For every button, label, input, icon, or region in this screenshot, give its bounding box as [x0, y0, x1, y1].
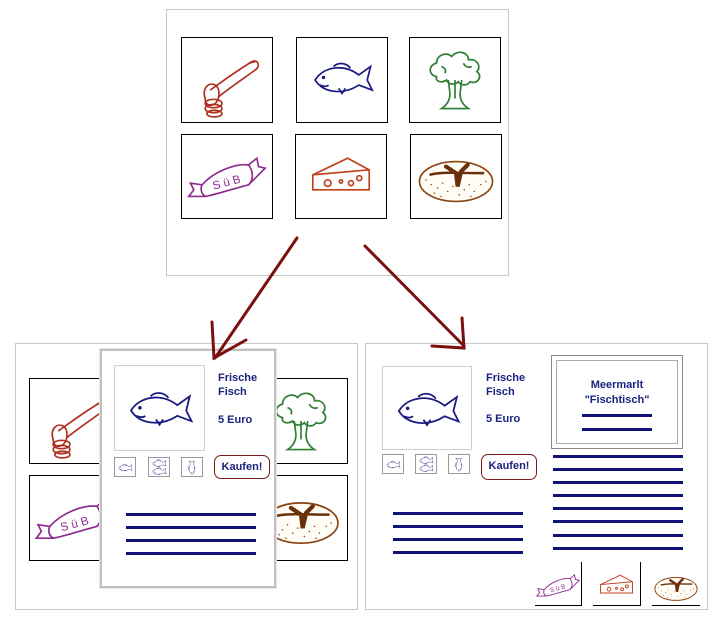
shelf-item-cheese[interactable] — [593, 562, 641, 606]
description-line — [393, 538, 523, 541]
buy-button[interactable]: Kaufen! — [214, 455, 270, 479]
info-line — [553, 481, 683, 484]
detail-product-name: Frische Fisch — [486, 372, 526, 398]
info-line — [553, 520, 683, 523]
info-line — [553, 468, 683, 471]
shelf-item-candy[interactable] — [535, 562, 582, 606]
info-line — [553, 547, 683, 550]
arrowhead-right — [430, 316, 466, 350]
popup-thumb-3[interactable] — [181, 457, 203, 477]
product-tile-candy[interactable] — [181, 134, 273, 219]
buy-button[interactable]: Kaufen! — [481, 454, 537, 480]
shop-sign-line — [582, 428, 652, 431]
shop-sign-line — [582, 414, 652, 417]
detail-thumb-2[interactable] — [415, 454, 437, 474]
description-line — [393, 512, 523, 515]
detail-thumb-3[interactable] — [448, 454, 470, 474]
product-tile-sausage[interactable] — [181, 37, 273, 123]
popup-product-name: Frische Fisch — [218, 372, 258, 398]
popup-thumb-1[interactable] — [114, 457, 136, 477]
product-popup: Frische Fisch 5 Euro Kaufen! — [100, 349, 276, 588]
shelf-item-bread[interactable] — [652, 562, 700, 606]
popup-product-image — [114, 365, 205, 451]
product-grid-panel — [166, 9, 509, 276]
description-line — [126, 552, 256, 555]
arrowhead-left — [210, 320, 248, 361]
shop-sign-title: Meermarlt "Fischtisch" — [584, 379, 650, 406]
product-tile-bread[interactable] — [410, 134, 502, 219]
popup-price: 5 Euro — [218, 414, 253, 426]
arrow-to-detail — [363, 244, 466, 348]
detail-product-image — [382, 366, 472, 450]
description-line — [126, 513, 256, 516]
popup-thumb-2[interactable] — [148, 457, 170, 477]
product-tile-cheese[interactable] — [295, 134, 387, 219]
description-line — [393, 551, 523, 554]
product-tile-fish[interactable] — [296, 37, 388, 123]
info-line — [553, 494, 683, 497]
detail-price: 5 Euro — [486, 413, 521, 425]
detail-thumb-1[interactable] — [382, 454, 404, 474]
info-line — [553, 534, 683, 537]
product-tile-broccoli[interactable] — [409, 37, 501, 123]
detail-page-panel: Frische Fisch 5 Euro Kaufen! Meermarlt "… — [365, 343, 708, 610]
description-line — [126, 526, 256, 529]
arrow-to-popup — [213, 236, 299, 360]
info-line — [553, 507, 683, 510]
shop-sign: Meermarlt "Fischtisch" — [551, 355, 683, 449]
description-line — [393, 525, 523, 528]
description-line — [126, 539, 256, 542]
info-line — [553, 455, 683, 458]
